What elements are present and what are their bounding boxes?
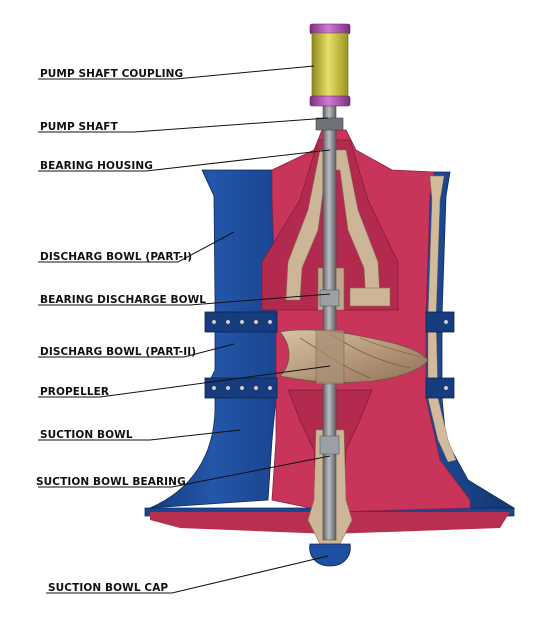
flange-bolts: [211, 319, 449, 391]
shaft-sleeve-low: [319, 435, 340, 455]
leader-pump-shaft-coupling: [38, 65, 315, 80]
label-pump-shaft: PUMP SHAFT: [40, 121, 119, 133]
bearing-discharge-flange-right: [349, 287, 391, 307]
pump-drawing: [144, 23, 516, 567]
leader-suction-bowl: [38, 429, 241, 441]
leader-lines: [38, 65, 331, 594]
leader-pump-shaft: [38, 117, 329, 133]
coupling-purple-top: [309, 23, 351, 35]
flange-upper-right: [425, 311, 455, 333]
callout-labels: PUMP SHAFT COUPLING PUMP SHAFT BEARING H…: [36, 68, 206, 594]
label-discharge-bowl-part2: DISCHARG BOWL (PART-II): [40, 346, 196, 358]
leader-suction-bowl-bearing: [38, 455, 331, 488]
label-bearing-housing: BEARING HOUSING: [40, 160, 153, 172]
left-blue-casing: [149, 169, 277, 509]
pump-shaft: [322, 99, 337, 541]
shaft-sleeve-mid: [319, 289, 340, 307]
bronze-liner-upper: [285, 149, 381, 301]
propeller-blade-line-3: [359, 337, 427, 359]
leader-discharge-bowl-part1: [38, 231, 235, 263]
label-suction-bowl-cap: SUCTION BOWL CAP: [48, 582, 168, 594]
leader-suction-bowl-cap: [46, 555, 329, 594]
label-suction-bowl-bearing: SUCTION BOWL BEARING: [36, 476, 186, 488]
leader-bearing-discharge-bowl: [38, 293, 331, 306]
leader-propeller: [38, 365, 331, 398]
leader-bearing-housing: [38, 149, 331, 172]
label-bearing-discharge-bowl: BEARING DISCHARGE BOWL: [40, 294, 206, 306]
label-propeller: PROPELLER: [40, 386, 109, 398]
coupling-yellow-body: [311, 32, 349, 98]
label-pump-shaft-coupling: PUMP SHAFT COUPLING: [40, 68, 183, 80]
propeller-hub: [315, 329, 345, 385]
shaft-collar-top: [315, 117, 344, 131]
suction-bowl-cap-shape: [309, 543, 351, 567]
label-discharge-bowl-part1: DISCHARG BOWL (PART-I): [40, 251, 192, 263]
coupling-purple-bottom: [309, 95, 351, 107]
leader-discharge-bowl-part2: [38, 343, 235, 358]
label-suction-bowl: SUCTION BOWL: [40, 429, 133, 441]
flange-lower-right: [425, 377, 455, 399]
